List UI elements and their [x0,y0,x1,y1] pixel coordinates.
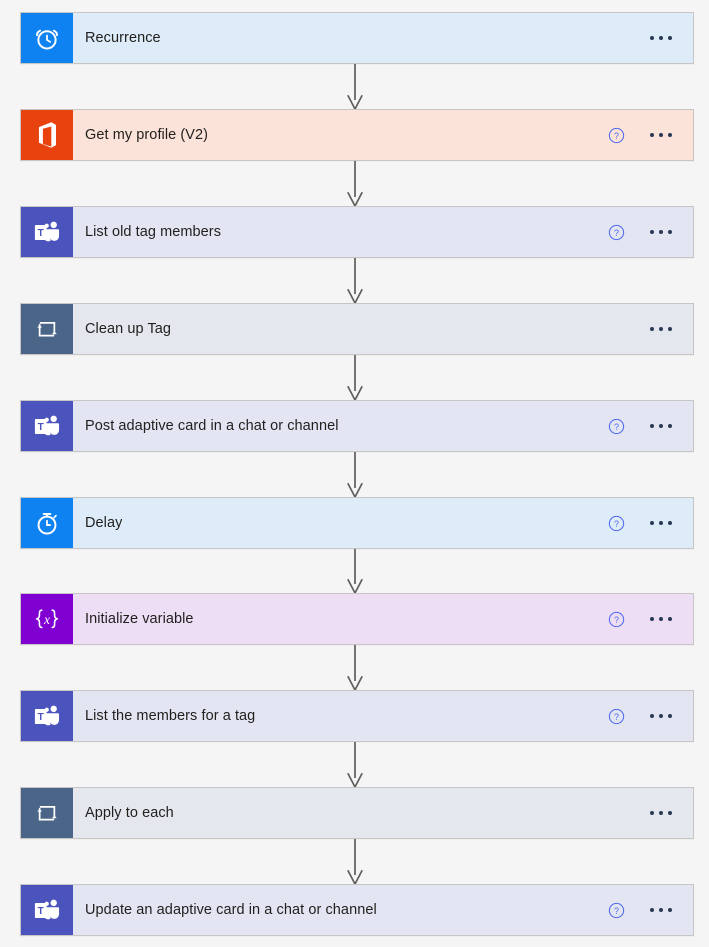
flow-step-title: List old tag members [85,224,222,240]
flow-step-body: Apply to each [73,788,593,838]
svg-text:T: T [37,906,44,917]
stopwatch-icon [21,498,73,548]
flow-connector-arrow-5 [343,452,367,497]
more-commands-ellipsis-icon[interactable] [639,892,683,928]
flow-step-body: List old tag members [73,207,593,257]
flow-connector-arrow-2 [343,161,367,206]
flow-step-title: Update an adaptive card in a chat or cha… [85,902,377,918]
flow-step-body: Initialize variable [73,594,593,644]
alarm-clock-icon [21,13,73,63]
more-commands-ellipsis-icon[interactable] [639,795,683,831]
flow-step-title: Apply to each [85,805,174,821]
microsoft-teams-icon: T [21,885,73,935]
svg-text:T: T [37,422,44,433]
flow-step-actions: ? [593,110,693,160]
more-commands-ellipsis-icon[interactable] [639,20,683,56]
svg-text:?: ? [613,712,618,722]
microsoft-teams-icon: T [21,401,73,451]
flow-connector-arrow-1 [343,64,367,109]
flow-step-body: Recurrence [73,13,593,63]
flow-step-actions: ? [593,207,693,257]
svg-text:T: T [37,712,44,723]
more-commands-ellipsis-icon[interactable] [639,698,683,734]
flow-step-card[interactable]: Apply to each [20,787,694,839]
flow-connector-arrow-3 [343,258,367,303]
flow-step-body: List the members for a tag [73,691,593,741]
flow-step-title: List the members for a tag [85,708,256,724]
more-commands-ellipsis-icon[interactable] [639,311,683,347]
flow-step-card[interactable]: T List the members for a tag? [20,690,694,742]
flow-connector-arrow-4 [343,355,367,400]
more-commands-ellipsis-icon[interactable] [639,214,683,250]
flow-connector-arrow-7 [343,645,367,690]
flow-step-body: Update an adaptive card in a chat or cha… [73,885,593,935]
svg-text:?: ? [613,228,618,238]
flow-connector-arrow-9 [343,839,367,884]
flow-step-card[interactable]: Clean up Tag [20,303,694,355]
flow-step-title: Get my profile (V2) [85,127,209,143]
svg-text:x: x [43,612,50,627]
flow-step-actions: ? [593,498,693,548]
flow-step-actions: ? [593,885,693,935]
help-icon[interactable]: ? [593,611,639,628]
flow-step-title: Initialize variable [85,611,194,627]
flow-step-actions [593,13,693,63]
office-365-icon [21,110,73,160]
help-icon[interactable]: ? [593,127,639,144]
apply-to-each-loop-icon [21,788,73,838]
flow-step-actions [593,304,693,354]
flow-step-card[interactable]: T Update an adaptive card in a chat or ch… [20,884,694,936]
flow-step-title: Clean up Tag [85,321,172,337]
flow-step-body: Post adaptive card in a chat or channel [73,401,593,451]
more-commands-ellipsis-icon[interactable] [639,117,683,153]
flow-step-card[interactable]: x Initialize variable? [20,593,694,645]
flow-step-actions [593,788,693,838]
flow-step-body: Get my profile (V2) [73,110,593,160]
flow-step-card[interactable]: Delay? [20,497,694,549]
svg-text:?: ? [613,519,618,529]
help-icon[interactable]: ? [593,515,639,532]
svg-text:T: T [37,228,44,239]
flow-step-actions: ? [593,691,693,741]
flow-step-title: Post adaptive card in a chat or channel [85,418,339,434]
flow-step-actions: ? [593,594,693,644]
flow-step-card[interactable]: T Post adaptive card in a chat or channel… [20,400,694,452]
more-commands-ellipsis-icon[interactable] [639,408,683,444]
variable-braces-x-icon: x [21,594,73,644]
apply-to-each-loop-icon [21,304,73,354]
svg-text:?: ? [613,422,618,432]
flow-step-body: Delay [73,498,593,548]
flow-step-title: Recurrence [85,30,161,46]
flow-step-title: Delay [85,515,123,531]
help-icon[interactable]: ? [593,224,639,241]
more-commands-ellipsis-icon[interactable] [639,505,683,541]
flow-connector-arrow-8 [343,742,367,787]
help-icon[interactable]: ? [593,708,639,725]
flow-step-card[interactable]: Recurrence [20,12,694,64]
help-icon[interactable]: ? [593,902,639,919]
help-icon[interactable]: ? [593,418,639,435]
more-commands-ellipsis-icon[interactable] [639,601,683,637]
flow-step-actions: ? [593,401,693,451]
flow-step-body: Clean up Tag [73,304,593,354]
svg-text:?: ? [613,906,618,916]
microsoft-teams-icon: T [21,691,73,741]
microsoft-teams-icon: T [21,207,73,257]
svg-text:?: ? [613,131,618,141]
flow-step-card[interactable]: T List old tag members? [20,206,694,258]
flow-step-card[interactable]: Get my profile (V2)? [20,109,694,161]
svg-text:?: ? [613,615,618,625]
flow-connector-arrow-6 [343,549,367,593]
